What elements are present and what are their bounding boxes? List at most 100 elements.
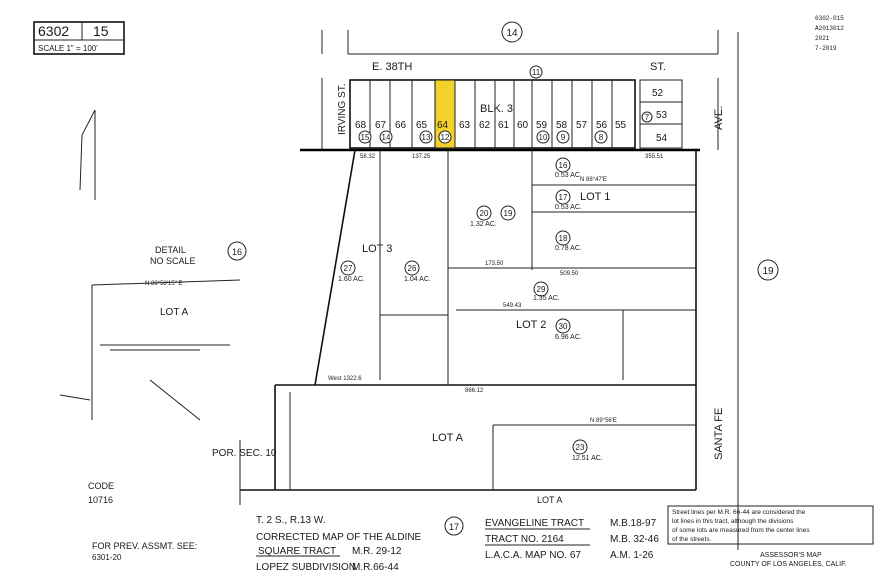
lot-1-label: LOT 1 bbox=[580, 191, 610, 203]
note-line-1: Street lines per M.R. 66-44 are consider… bbox=[672, 509, 806, 516]
street-irving: IRVING ST. bbox=[337, 84, 348, 136]
square-tract: SQUARE TRACT bbox=[258, 546, 336, 557]
lot-61: 61 bbox=[498, 120, 510, 131]
detail-inset: DETAIL NO SCALE 16 LOT A bbox=[59, 109, 247, 421]
detail-lot-a: LOT A bbox=[160, 307, 188, 318]
lot-57: 57 bbox=[576, 120, 588, 131]
top-parcel-circles: 15 14 13 12 11 10 9 8 7 bbox=[358, 65, 653, 144]
parcel-14: 14 bbox=[382, 133, 391, 142]
parcel-23: 23 bbox=[576, 443, 585, 452]
dim-bearing-detail: N 89°58'15" E bbox=[145, 281, 182, 287]
parcel-29: 29 bbox=[537, 285, 546, 294]
tract-parcel-circles: 27 26 20 19 16 17 18 29 30 23 bbox=[340, 157, 588, 455]
lot-65: 65 bbox=[416, 120, 428, 131]
dim-355-51: 355.51 bbox=[645, 154, 664, 160]
lot-67: 67 bbox=[375, 120, 387, 131]
parcel-30: 30 bbox=[559, 322, 568, 331]
page-circle-label: 14 bbox=[506, 28, 518, 39]
parcel-7: 7 bbox=[645, 113, 650, 122]
lot-64: 64 bbox=[437, 120, 449, 131]
street-lines bbox=[321, 30, 739, 550]
stamp-3: 2021 bbox=[815, 35, 830, 42]
page-circle-14 bbox=[501, 21, 523, 43]
map-book-number: 6302 bbox=[38, 23, 69, 39]
acreage-23: 12.51 AC. bbox=[572, 455, 603, 462]
note-line-4: of the streets. bbox=[672, 536, 712, 543]
parcel-18: 18 bbox=[559, 234, 568, 243]
lot-59: 59 bbox=[536, 120, 548, 131]
parcel-20: 20 bbox=[480, 209, 489, 218]
assessor-county: COUNTY OF LOS ANGELES, CALIF. bbox=[730, 561, 847, 568]
tract-references: T. 2 S., R.13 W. CORRECTED MAP OF THE AL… bbox=[256, 515, 659, 573]
stamp-4: 7-2019 bbox=[815, 45, 837, 52]
parcel-15: 15 bbox=[361, 133, 370, 142]
acreage-18: 0.78 AC. bbox=[555, 245, 582, 252]
acreage-labels: 1.60 AC. 1.04 AC. 1.32 AC. 0.53 AC. 0.53… bbox=[338, 172, 603, 462]
lot-56: 56 bbox=[596, 120, 608, 131]
dim-173-50: 173.50 bbox=[485, 261, 504, 267]
circle-17 bbox=[444, 516, 464, 536]
detail-subtitle: NO SCALE bbox=[150, 256, 196, 266]
parcel-13: 13 bbox=[422, 133, 431, 142]
laca-ref: A.M. 1-26 bbox=[610, 550, 654, 561]
parcel-26: 26 bbox=[408, 264, 417, 273]
acreage-17: 0.53 AC. bbox=[555, 204, 582, 211]
dim-137-25: 137.25 bbox=[412, 154, 431, 160]
parcel-19: 19 bbox=[504, 209, 513, 218]
dim-west: West 1322.6 bbox=[328, 376, 362, 382]
lot-a-small-label: LOT A bbox=[537, 495, 562, 505]
lot-2-label: LOT 2 bbox=[516, 319, 546, 331]
parcel-11: 11 bbox=[532, 68, 541, 77]
township: T. 2 S., R.13 W. bbox=[256, 515, 325, 526]
lot-60: 60 bbox=[517, 120, 529, 131]
dim-bearing-1: N 88°47'E bbox=[580, 177, 607, 183]
lot-68: 68 bbox=[355, 120, 367, 131]
street-ave: AVE. bbox=[713, 106, 725, 130]
square-tract-ref: M.R. 29-12 bbox=[352, 546, 402, 557]
acreage-30: 6.96 AC. bbox=[555, 334, 582, 341]
lot-53: 53 bbox=[656, 110, 668, 121]
prev-assmt-label: FOR PREV. ASSMT. SEE: bbox=[92, 541, 197, 551]
acreage-16: 0.53 AC. bbox=[555, 172, 582, 179]
lot-58: 58 bbox=[556, 120, 568, 131]
lopez-ref: M.R.66-44 bbox=[352, 562, 399, 573]
right-lot-numbers: 52 53 54 bbox=[652, 88, 668, 144]
assessor-map-title: ASSESSOR'S MAP bbox=[760, 552, 822, 559]
stamp-1: 6302-015 bbox=[815, 15, 844, 22]
stamp-2: A2013012 bbox=[815, 25, 844, 32]
corrected-map: CORRECTED MAP OF THE ALDINE bbox=[256, 532, 422, 543]
parcel-9: 9 bbox=[561, 133, 566, 142]
lopez-subdivision: LOPEZ SUBDIVISION bbox=[256, 562, 356, 573]
circle-19 bbox=[757, 259, 779, 281]
dim-549-43: 549.43 bbox=[503, 303, 522, 309]
lot-3-label: LOT 3 bbox=[362, 243, 392, 255]
street-st: ST. bbox=[650, 61, 666, 73]
lot-63: 63 bbox=[459, 120, 471, 131]
evangeline-ref: M.B.18-97 bbox=[610, 518, 657, 529]
dim-bearing-2: N 89°56'E bbox=[590, 418, 617, 424]
tract-ref: M.B. 32-46 bbox=[610, 534, 659, 545]
code-value: 10716 bbox=[88, 495, 113, 505]
street-santa-fe: SANTA FE bbox=[713, 408, 725, 460]
tract-parcels bbox=[239, 149, 697, 505]
lot-number-row: 68 67 66 65 64 63 62 61 60 59 58 57 56 5… bbox=[355, 120, 627, 131]
street-note: Street lines per M.R. 66-44 are consider… bbox=[667, 505, 874, 545]
lot-54: 54 bbox=[656, 133, 668, 144]
parcel-16: 16 bbox=[559, 161, 568, 170]
lot-62: 62 bbox=[479, 120, 491, 131]
note-line-3: of some lots are measured from the cente… bbox=[672, 527, 810, 534]
evangeline-tract: EVANGELINE TRACT bbox=[485, 518, 584, 529]
map-header: 6302 15 SCALE 1" = 100' bbox=[33, 21, 125, 55]
map-page-number: 15 bbox=[93, 23, 109, 39]
detail-circle-16: 16 bbox=[232, 247, 242, 257]
acreage-29: 1.35 AC. bbox=[533, 295, 560, 302]
lot-55: 55 bbox=[615, 120, 627, 131]
dim-509-50: 509.50 bbox=[560, 271, 579, 277]
parcel-10: 10 bbox=[539, 133, 548, 142]
circle-19-label: 19 bbox=[762, 266, 774, 277]
prev-assmt-value: 6301-20 bbox=[92, 553, 122, 562]
north-arrow bbox=[79, 109, 96, 191]
dim-58-32: 58.32 bbox=[360, 154, 376, 160]
revision-stamps: 6302-015 A2013012 2021 7-2019 bbox=[815, 15, 844, 52]
parcel-27: 27 bbox=[344, 264, 353, 273]
